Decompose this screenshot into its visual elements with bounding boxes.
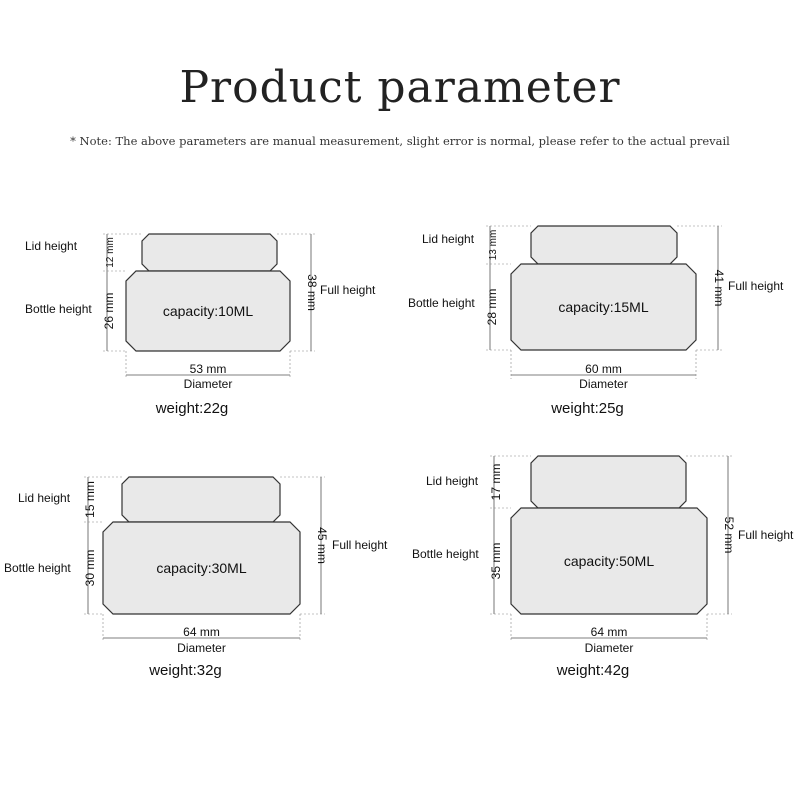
jar-1-diameter-value: 53 mm [190,362,227,376]
jar-1-full-height-label: Full height [320,283,376,297]
jar-2-bottle-height-value: 28 mm [485,289,499,326]
jar-4-lid-height-label: Lid height [426,474,479,488]
jar-4-capacity: capacity:50ML [564,553,654,569]
page-title: Product parameter [179,62,621,113]
jar-1-diameter-label: Diameter [184,377,233,391]
jar-2-bottle-height-label: Bottle height [408,296,475,310]
jar-3-full-height-value: 45 mm [315,527,329,564]
jar-1-bottle [125,270,291,352]
jar-1-weight: weight:22g [155,400,229,417]
jar-2-full-height-value: 41 mm [712,270,726,307]
jar-1-lid-height-label: Lid height [25,239,78,253]
jar-2-bottle [510,263,697,351]
jar-2-lid [530,225,678,265]
jar-3-lid-height-value: 15 mm [83,481,97,518]
jar-3-diameter-label: Diameter [177,641,226,655]
jar-3-diameter-value: 64 mm [183,625,220,639]
jar-2-capacity: capacity:15ML [558,299,648,315]
jar-2-weight: weight:25g [550,400,624,417]
jar-4-diameter-value: 64 mm [591,625,628,639]
jar-3-capacity: capacity:30ML [156,560,246,576]
jar-1-bottle-height-value: 26 mm [102,293,116,330]
jar-4-full-height-label: Full height [738,528,794,542]
jar-3-weight: weight:32g [148,662,222,679]
jar-4-bottle [510,507,708,615]
jar-2-lid-height-label: Lid height [422,232,475,246]
jar-3-bottle-height-value: 30 mm [83,550,97,587]
jar-4-full-height-value: 52 mm [722,517,736,554]
jar-2-lid-height-value: 13 mm [488,230,499,261]
measurement-note: * Note: The above parameters are manual … [70,134,730,148]
jar-3-lid [121,476,281,523]
jar-1-full-height-value: 38 mm [305,274,319,311]
jar-4-lid-height-value: 17 mm [489,464,503,501]
jar-4-weight: weight:42g [556,662,630,679]
jar-4-lid [530,455,687,509]
jar-2-diameter-label: Diameter [579,377,628,391]
jar-3-bottle [102,521,301,615]
jar-3-full-height-label: Full height [332,538,388,552]
jar-1-bottle-height-label: Bottle height [25,302,92,316]
jar-3-lid-height-label: Lid height [18,491,71,505]
jar-1-lid [141,233,278,272]
jar-1-lid-height-value: 12 mm [105,237,116,268]
jar-4-bottle-height-value: 35 mm [489,543,503,580]
jar-4-diameter-label: Diameter [585,641,634,655]
jar-2-diameter-value: 60 mm [585,362,622,376]
jar-2-full-height-label: Full height [728,279,784,293]
jar-1-capacity: capacity:10ML [163,303,253,319]
jar-4-bottle-height-label: Bottle height [412,547,479,561]
jar-3-bottle-height-label: Bottle height [4,561,71,575]
